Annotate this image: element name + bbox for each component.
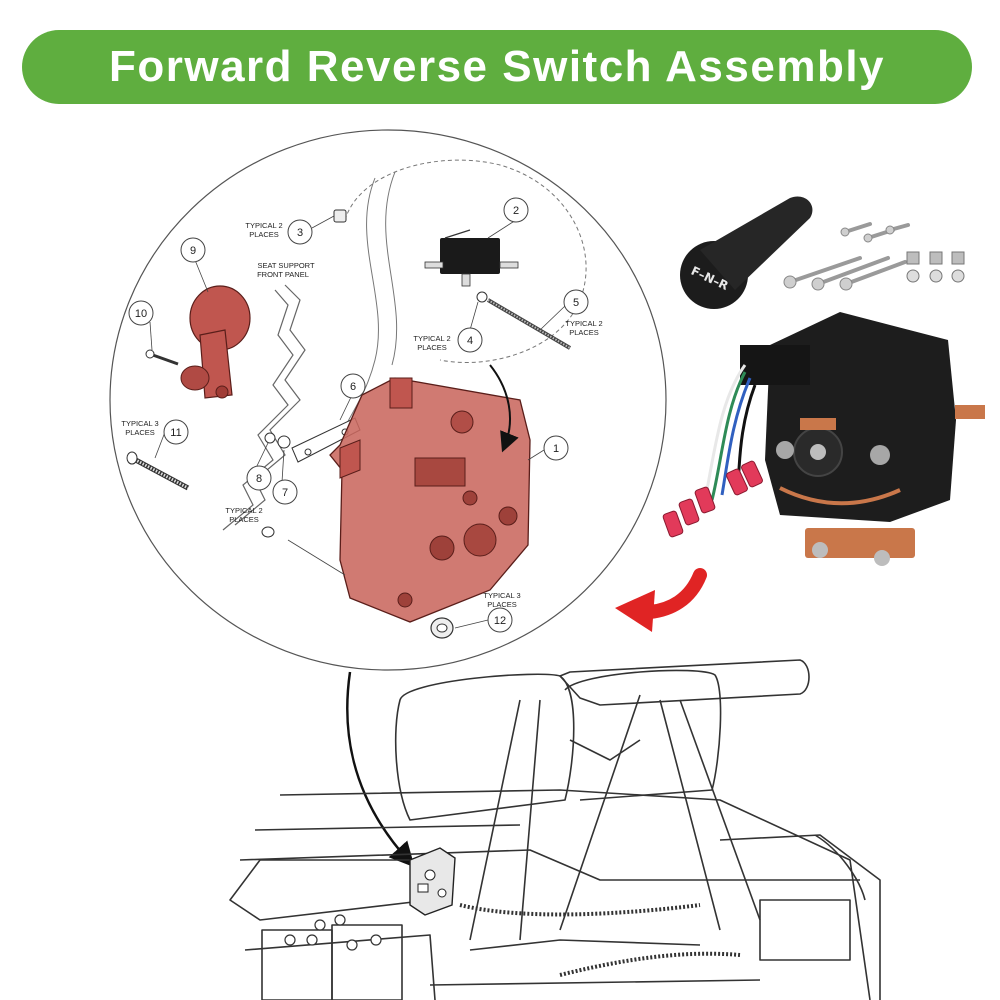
callout-5: 5 xyxy=(563,289,589,315)
product-photo: F–N–R xyxy=(662,196,985,566)
svg-text:5: 5 xyxy=(573,297,579,309)
label-typical3-b: TYPICAL 3 xyxy=(483,591,520,600)
label-typical2-c: TYPICAL 2 xyxy=(565,319,602,328)
svg-text:FRONT PANEL: FRONT PANEL xyxy=(257,270,309,279)
svg-text:PLACES: PLACES xyxy=(417,343,447,352)
typical-labels: TYPICAL 2 PLACES SEAT SUPPORT FRONT PANE… xyxy=(121,221,602,609)
callout-1: 1 xyxy=(543,435,569,461)
svg-text:2: 2 xyxy=(513,205,519,217)
microswitch-drawing xyxy=(424,229,519,287)
fnr-knob: F–N–R xyxy=(680,196,813,309)
callout-9: 9 xyxy=(180,237,206,263)
svg-text:3: 3 xyxy=(297,227,303,239)
svg-text:PLACES: PLACES xyxy=(229,515,259,524)
svg-text:7: 7 xyxy=(282,487,288,499)
svg-text:11: 11 xyxy=(170,427,181,439)
svg-text:1: 1 xyxy=(553,443,559,455)
svg-text:8: 8 xyxy=(256,473,262,485)
callout-8: 8 xyxy=(246,465,272,491)
svg-text:10: 10 xyxy=(135,308,147,320)
title-banner: Forward Reverse Switch Assembly xyxy=(22,30,972,104)
callout-4: 4 xyxy=(457,327,483,353)
callout-10: 10 xyxy=(128,300,154,326)
callout-3: 3 xyxy=(287,219,313,245)
svg-text:PLACES: PLACES xyxy=(569,328,599,337)
svg-text:6: 6 xyxy=(350,381,356,393)
label-seat-support: SEAT SUPPORT xyxy=(257,261,315,270)
svg-text:PLACES: PLACES xyxy=(487,600,517,609)
callout-11: 11 xyxy=(163,419,189,445)
callout-2: 2 xyxy=(503,197,529,223)
svg-text:12: 12 xyxy=(494,615,506,627)
svg-text:PLACES: PLACES xyxy=(249,230,279,239)
switch-body-highlight xyxy=(329,377,531,623)
exploded-view-circle: 1 2 3 4 5 6 7 8 9 10 11 12 TYPICAL 2 PLA… xyxy=(109,129,667,671)
callout-7: 7 xyxy=(272,479,298,505)
banner-title: Forward Reverse Switch Assembly xyxy=(108,42,886,91)
callout-12: 12 xyxy=(487,607,513,633)
label-typical2-b: TYPICAL 2 xyxy=(413,334,450,343)
label-typical3-a: TYPICAL 3 xyxy=(121,419,158,428)
leader-arrow-icon xyxy=(346,671,415,868)
red-curved-arrow-icon xyxy=(615,568,707,632)
label-typical2-a: TYPICAL 2 xyxy=(245,221,282,230)
label-typical2-d: TYPICAL 2 xyxy=(225,506,262,515)
golf-cart-drawing xyxy=(229,659,881,1000)
callout-6: 6 xyxy=(340,373,366,399)
lever-part-highlight xyxy=(180,285,251,399)
callout-numbers: 1 2 3 4 5 6 7 8 9 10 11 12 xyxy=(128,197,589,633)
svg-text:PLACES: PLACES xyxy=(125,428,155,437)
svg-text:4: 4 xyxy=(467,335,473,347)
svg-text:9: 9 xyxy=(190,245,196,257)
mounted-switch xyxy=(409,847,456,916)
